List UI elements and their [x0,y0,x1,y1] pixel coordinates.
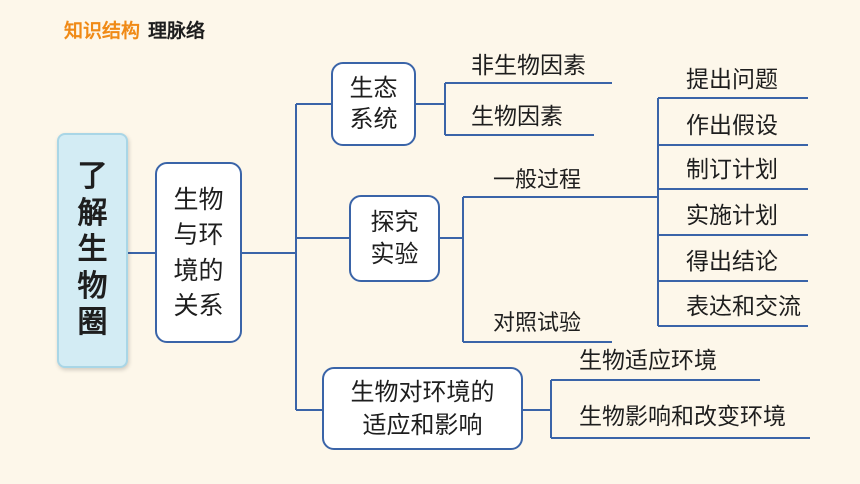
step-label: 表达和交流 [686,294,801,320]
adapt-environment-label: 生物适应环境 [579,348,717,374]
step-label: 实施计划 [686,203,778,229]
general-process-label: 一般过程 [493,168,582,193]
step-label: 制订计划 [686,157,778,183]
inquiry-node: 探究 实验 [349,195,440,282]
level1-node: 生物 与环 境的 关系 [155,162,242,343]
step-label: 作出假设 [686,113,778,139]
section-header: 知识结构理脉络 [64,16,205,43]
adaptation-node: 生物对环境的 适应和影响 [322,367,523,450]
biotic-factor-label: 生物因素 [471,104,563,130]
abiotic-factor-label: 非生物因素 [471,53,586,79]
controlled-experiment-label: 对照试验 [493,311,582,336]
influence-environment-label: 生物影响和改变环境 [579,404,786,430]
step-label: 提出问题 [686,67,778,93]
header-highlight: 知识结构 [64,20,141,42]
root-node: 了 解 生 物 圈 [57,133,128,368]
step-label: 得出结论 [686,249,778,275]
header-rest: 理脉络 [148,20,206,42]
eco-system-node: 生态 系统 [331,62,416,146]
